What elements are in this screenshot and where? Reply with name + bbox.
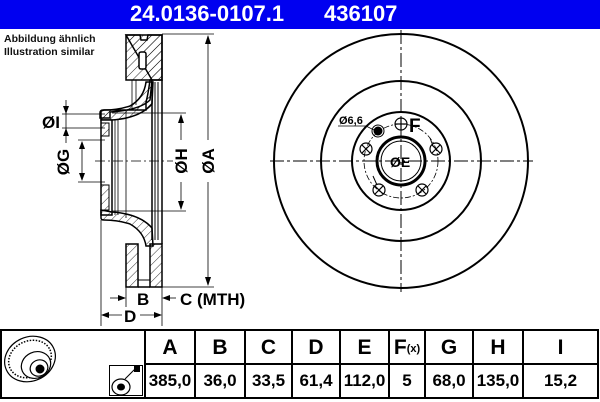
part-number: 24.0136-0107.1: [130, 1, 285, 26]
side-view-labels: ØI ØG ØH ØA B C (MTH) D: [42, 113, 245, 326]
value-I: 15,2: [543, 371, 578, 390]
front-view: [270, 30, 533, 292]
side-view: [62, 33, 214, 326]
caption-en: Illustration similar: [4, 46, 95, 58]
illustration-caption: Abbildung ähnlich Illustration similar: [4, 33, 96, 59]
header-I: I: [524, 331, 597, 365]
value-A: 385,0: [146, 365, 196, 397]
reference-number: 436107: [324, 1, 398, 26]
label-D: D: [124, 307, 136, 326]
value-D: 61,4: [293, 365, 341, 397]
label-dia-H: ØH: [172, 148, 191, 174]
brake-disc-icon: [4, 335, 56, 383]
label-dia-I: ØI: [42, 113, 60, 132]
caption-de: Abbildung ähnlich: [4, 33, 96, 45]
front-view-labels: Ø6,6 F ØE: [339, 115, 421, 170]
label-dia-A: ØA: [199, 148, 218, 174]
value-F: 5: [390, 365, 426, 397]
label-bolt-hole-dia: Ø6,6: [339, 115, 363, 127]
value-B: 36,0: [196, 365, 246, 397]
header-D: D: [293, 331, 341, 365]
label-C: C (MTH): [180, 290, 245, 309]
header-B: B: [196, 331, 246, 365]
header-G: G: [426, 331, 474, 365]
label-B: B: [137, 290, 149, 309]
dimensions-table: A B C D E F(x) G H I 385,0 36,0 33,5 61,…: [0, 329, 599, 399]
technical-drawing: ØI ØG ØH ØA B C (MTH) D Ø: [42, 30, 533, 326]
header-E: E: [341, 331, 390, 365]
spray-coating-icon: [109, 365, 143, 396]
value-E: 112,0: [341, 365, 390, 397]
label-dia-G: ØG: [54, 149, 73, 175]
product-image-panel: [2, 331, 146, 397]
value-H: 135,0: [474, 365, 524, 397]
header-C: C: [246, 331, 293, 365]
label-holes-F: F: [409, 116, 421, 137]
header-bar: 24.0136-0107.1 436107: [0, 0, 600, 29]
label-dia-E: ØE: [390, 154, 410, 170]
header-A: A: [146, 331, 196, 365]
value-G: 68,0: [426, 365, 474, 397]
value-C: 33,5: [246, 365, 293, 397]
header-H: H: [474, 331, 524, 365]
header-F: F(x): [390, 331, 426, 365]
